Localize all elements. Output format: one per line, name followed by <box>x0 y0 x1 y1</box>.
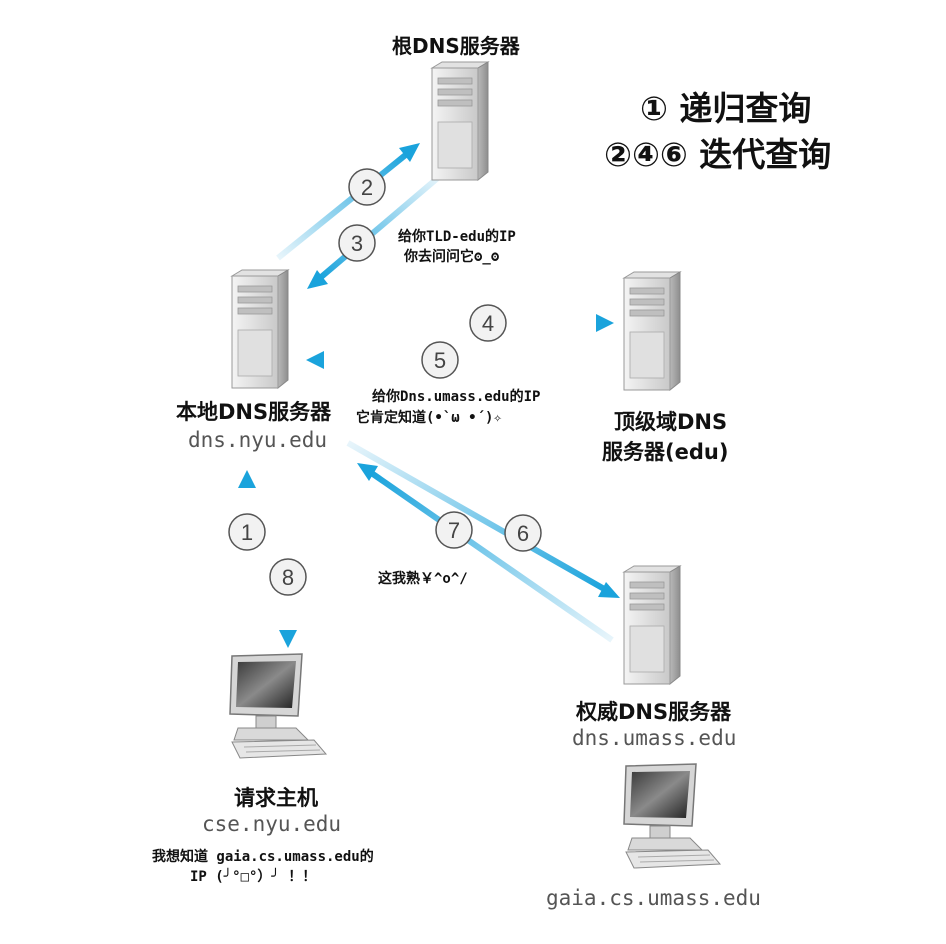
step-circle-3: 3 <box>338 224 376 262</box>
local-server-icon <box>231 269 289 389</box>
request-note-line1: 我想知道 gaia.cs.umass.edu的 <box>152 849 374 865</box>
step-label-8: 8 <box>282 565 294 590</box>
requester-computer-icon <box>229 653 327 759</box>
root-server-icon <box>431 61 489 181</box>
requester-host: cse.nyu.edu <box>202 812 342 836</box>
arrow-3 <box>307 173 442 289</box>
step-circle-6: 6 <box>504 514 542 552</box>
auth-server-host: dns.umass.edu <box>572 726 737 750</box>
requester-label: 请求主机 <box>234 786 318 810</box>
auth-server-label: 权威DNS服务器 <box>576 700 732 724</box>
auth-reply-note: 这我熟￥^o^/ <box>378 571 468 587</box>
arrow-6 <box>346 440 620 598</box>
step-label-4: 4 <box>482 311 494 336</box>
root-reply-note-line2: 你去问问它ʘ_ʘ <box>404 249 500 265</box>
step-circle-7: 7 <box>435 511 473 549</box>
step-label-5: 5 <box>434 348 446 373</box>
step-label-3: 3 <box>351 231 363 256</box>
legend-iterative: ②④⑥ 迭代查询 <box>604 135 832 174</box>
arrow-5 <box>306 351 608 369</box>
tld-reply-note-line2: 它肯定知道(•̀ ω •́ )✧ <box>356 410 502 426</box>
auth-server-icon <box>623 565 681 685</box>
root-server-label: 根DNS服务器 <box>392 34 520 58</box>
arrow-7 <box>357 463 614 643</box>
tld-server-label-line1: 顶级域DNS <box>614 410 728 434</box>
step-label-6: 6 <box>517 521 529 546</box>
step-circle-4: 4 <box>469 304 507 342</box>
tld-server-icon <box>623 271 681 391</box>
target-computer-icon <box>623 763 721 869</box>
request-note-line2: IP (╯°□°）╯ ！！ <box>190 869 317 885</box>
arrow-2 <box>276 143 420 261</box>
step-circle-8: 8 <box>269 558 307 596</box>
arrow-8 <box>279 472 297 648</box>
step-label-7: 7 <box>448 518 460 543</box>
step-label-1: 1 <box>241 520 253 545</box>
step-circle-1: 1 <box>228 513 266 551</box>
tld-reply-note-line1: 给你Dns.umass.edu的IP <box>372 389 541 405</box>
arrow-1 <box>238 470 256 648</box>
step-label-2: 2 <box>361 175 373 200</box>
root-reply-note-line1: 给你TLD-edu的IP <box>398 229 516 245</box>
legend-recursive: ① 递归查询 <box>640 89 812 128</box>
target-host: gaia.cs.umass.edu <box>546 886 761 910</box>
local-server-label: 本地DNS服务器 <box>176 400 332 424</box>
step-circle-5: 5 <box>421 341 459 379</box>
arrow-4 <box>302 314 614 332</box>
local-server-host: dns.nyu.edu <box>188 428 328 452</box>
step-circle-2: 2 <box>348 168 386 206</box>
tld-server-label-line2: 服务器(edu) <box>602 440 729 464</box>
